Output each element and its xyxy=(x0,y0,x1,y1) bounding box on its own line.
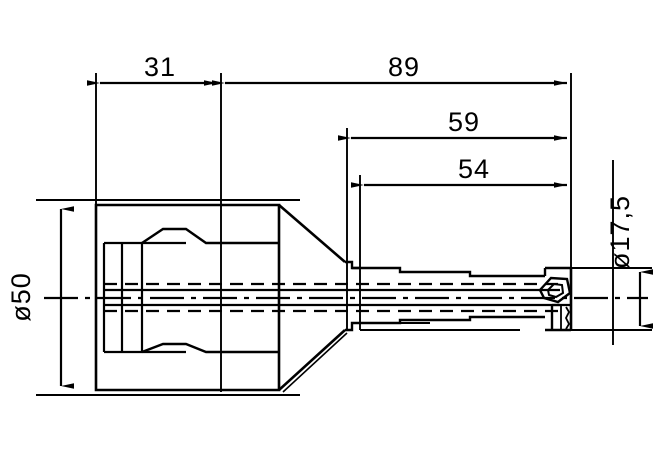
dim-label-dia50: ø50 xyxy=(6,272,36,322)
dim-label-89: 89 xyxy=(388,52,420,82)
dim-label-dia17-5: ø17,5 xyxy=(605,195,635,269)
dimension-lines xyxy=(59,80,653,389)
dim-label-31: 31 xyxy=(144,52,176,82)
part-geometry xyxy=(94,203,573,393)
hidden-bore-lines xyxy=(104,282,560,313)
dimension-labels: 31 89 59 54 ø50 ø17,5 xyxy=(6,52,635,322)
slender-shank xyxy=(345,260,545,332)
extension-lines xyxy=(36,73,652,396)
tapered-transition xyxy=(278,204,348,393)
lower-key-feature xyxy=(141,342,279,354)
dim-label-54: 54 xyxy=(458,154,490,184)
bore-solid-edges xyxy=(104,288,560,307)
upper-key-feature xyxy=(141,227,279,245)
dim-label-59: 59 xyxy=(448,107,480,137)
